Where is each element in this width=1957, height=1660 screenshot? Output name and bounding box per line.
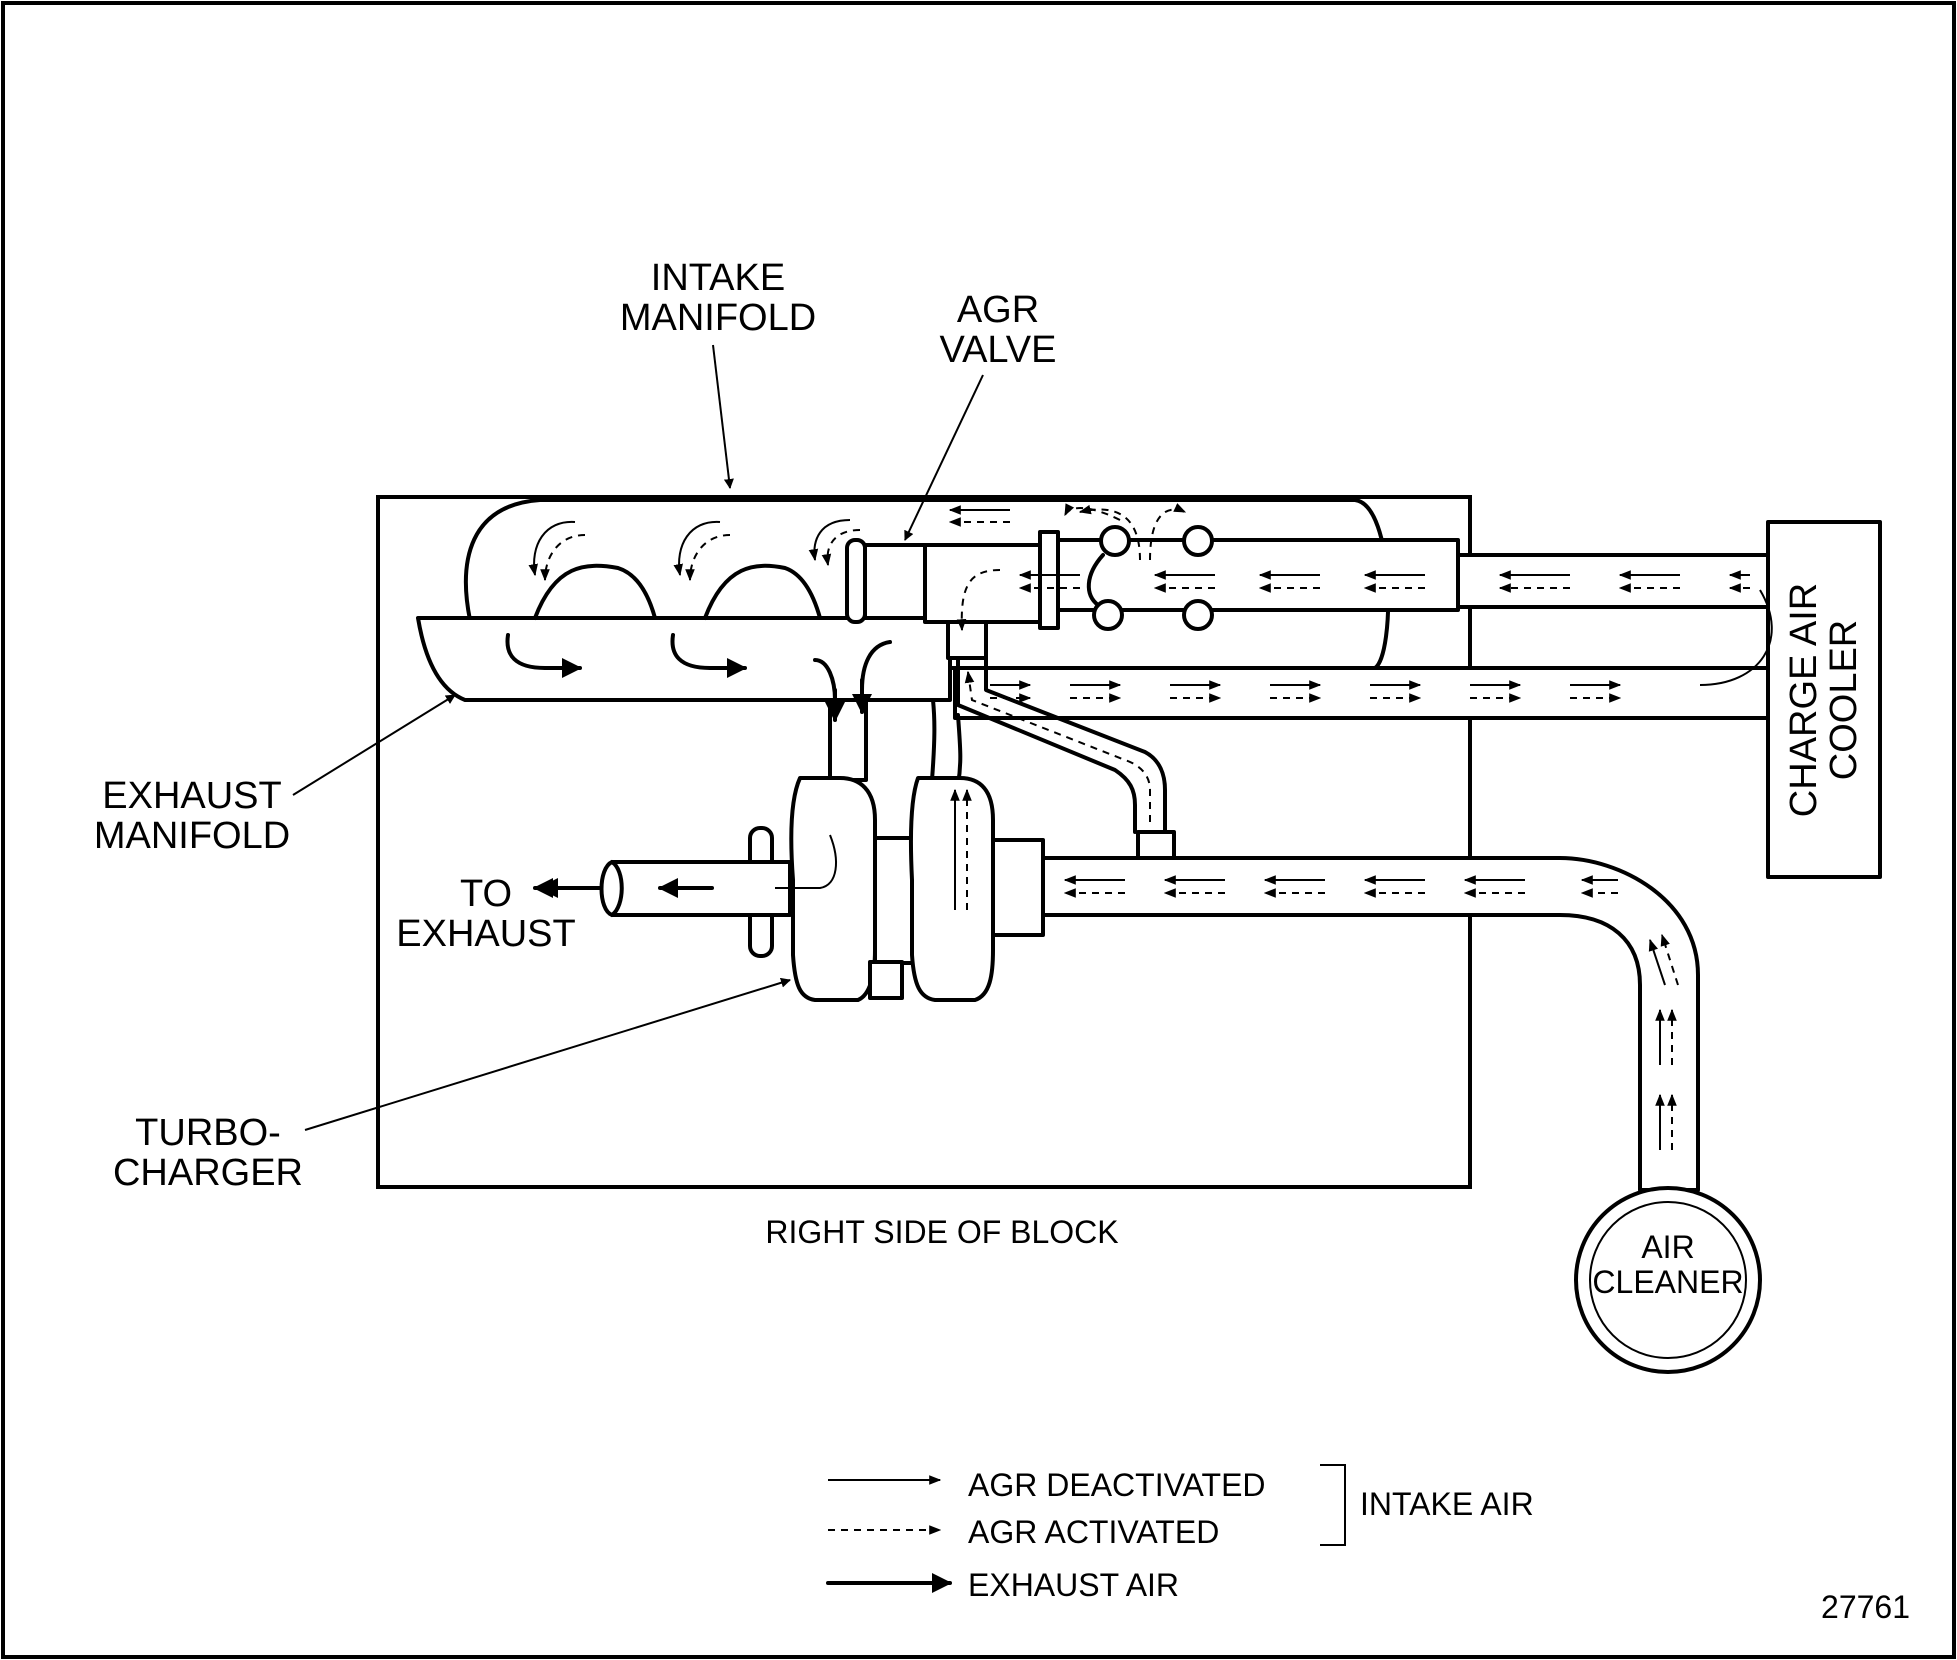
pipe-clamp-1 bbox=[1099, 525, 1131, 557]
exhaust-pipe-end bbox=[610, 860, 624, 917]
agr-valve-collar bbox=[1038, 530, 1060, 630]
turbo-center bbox=[873, 836, 917, 965]
air-cleaner-inner bbox=[1589, 1201, 1747, 1359]
turbo-drain bbox=[868, 960, 904, 1000]
agr-valve-housing bbox=[923, 543, 1042, 624]
intake-manifold-label-2: MANIFOLD bbox=[620, 297, 816, 339]
figure-number: 27761 bbox=[1821, 1589, 1910, 1625]
compressor-inlet-collar bbox=[991, 838, 1045, 937]
pipe-clamp-3 bbox=[1092, 599, 1124, 631]
intake-runner-1 bbox=[533, 563, 657, 620]
intake-manifold-label-1: INTAKE bbox=[651, 257, 785, 299]
air-cleaner-label-2: CLEANER bbox=[1592, 1264, 1743, 1300]
clamp-link-a bbox=[1086, 553, 1105, 607]
engine-block-outline bbox=[376, 495, 1472, 1189]
to-exhaust-label-2: EXHAUST bbox=[396, 913, 575, 955]
intake-flow-arrows bbox=[528, 503, 1773, 1150]
legend-bracket bbox=[1320, 1464, 1346, 1546]
agr-valve-label-1: AGR bbox=[957, 289, 1039, 331]
svg-text:CHARGE AIR: CHARGE AIR bbox=[1783, 583, 1825, 817]
turbocharger-label-2: CHARGER bbox=[113, 1152, 303, 1194]
cac-inlet-pipe-top bbox=[1456, 553, 1772, 609]
agr-valve-label-2: VALVE bbox=[940, 329, 1057, 371]
svg-text:COOLER: COOLER bbox=[1823, 620, 1865, 780]
exhaust-manifold-shape bbox=[416, 616, 952, 702]
air-cleaner-outer bbox=[1574, 1186, 1762, 1374]
agr-valve-flange bbox=[845, 538, 867, 624]
agr-valve-cone bbox=[863, 543, 927, 620]
air-cleaner-pipe bbox=[1041, 856, 1700, 1192]
legend-intake-air: INTAKE AIR bbox=[1360, 1486, 1534, 1522]
pipe-clamp-2 bbox=[1182, 525, 1214, 557]
turbocharger-leader bbox=[304, 977, 791, 1131]
legend-agr-deactivated: AGR DEACTIVATED bbox=[968, 1467, 1266, 1503]
turbocharger-label-1: TURBO- bbox=[135, 1112, 281, 1154]
turbine-housing bbox=[789, 776, 877, 1002]
cac-feed-pipe bbox=[953, 666, 1772, 720]
legend: AGR DEACTIVATED AGR ACTIVATED EXHAUST AI… bbox=[826, 1464, 1534, 1603]
exhaust-manifold-label-2: MANIFOLD bbox=[94, 815, 290, 857]
agr-valve-outlet bbox=[946, 620, 988, 660]
charge-air-cooler bbox=[1766, 520, 1882, 879]
to-exhaust-label-1: TO bbox=[460, 873, 512, 915]
agr-tube bbox=[956, 656, 1167, 834]
charge-air-cooler-label: CHARGE AIR COOLER bbox=[1783, 583, 1865, 817]
compressor-housing bbox=[908, 776, 995, 1002]
intake-runner-2 bbox=[703, 563, 822, 620]
agr-valve-leader bbox=[904, 374, 984, 541]
legend-agr-activated: AGR ACTIVATED bbox=[968, 1514, 1219, 1550]
air-cleaner-label-1: AIR bbox=[1641, 1229, 1694, 1265]
exhaust-manifold-label-1: EXHAUST bbox=[102, 775, 281, 817]
agr-tube-fitting bbox=[1136, 830, 1176, 860]
intake-manifold-leader bbox=[712, 344, 734, 489]
pipe-clamp-4 bbox=[1182, 599, 1214, 631]
block-label: RIGHT SIDE OF BLOCK bbox=[765, 1214, 1118, 1250]
legend-exhaust-air: EXHAUST AIR bbox=[968, 1567, 1179, 1603]
exhaust-manifold-leader bbox=[292, 694, 456, 796]
